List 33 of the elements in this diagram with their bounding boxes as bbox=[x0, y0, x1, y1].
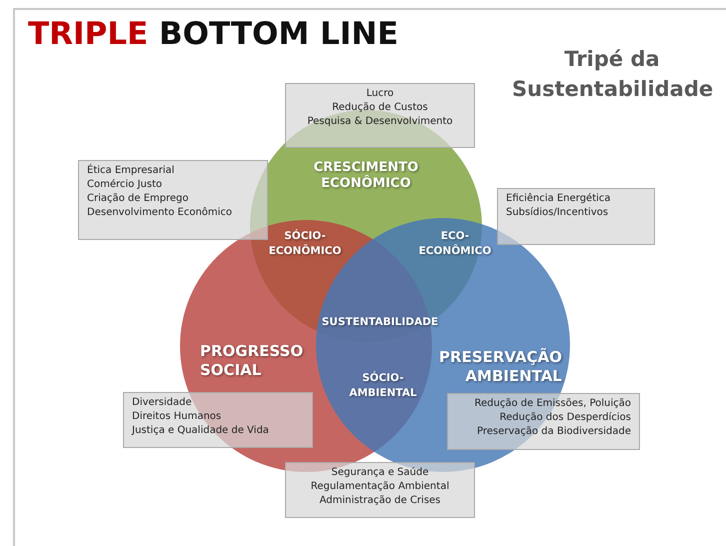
info-box bbox=[285, 462, 475, 518]
center-label: SUSTENTABILIDADE bbox=[320, 315, 440, 330]
info-box bbox=[447, 393, 640, 450]
list-item: Eficiência Energética bbox=[506, 192, 612, 206]
list-item: Preservação da Biodiversidade bbox=[476, 425, 631, 439]
overlap-label: SÓCIO- AMBIENTAL bbox=[348, 371, 418, 402]
list-item: Direitos Humanos bbox=[132, 410, 222, 424]
overlap-label: ECO- ECONÔMICO bbox=[418, 229, 492, 260]
list-item: Diversidade bbox=[132, 396, 193, 410]
subtitle: Tripé da Sustentabilidade bbox=[512, 46, 712, 104]
list-item: Comércio Justo bbox=[87, 178, 163, 192]
info-box bbox=[285, 83, 475, 148]
list-item: Redução de Emissões, Poluição bbox=[474, 397, 631, 411]
list-item: Lucro bbox=[365, 87, 395, 101]
circle-heading: PROGRESSO SOCIAL bbox=[200, 342, 304, 380]
title: TRIPLE BOTTOM LINE bbox=[28, 16, 398, 52]
list-item: Redução de Custos bbox=[331, 101, 429, 115]
list-item: Justiça e Qualidade de Vida bbox=[132, 424, 270, 438]
info-box bbox=[78, 160, 268, 240]
info-box bbox=[123, 392, 313, 448]
list-item: Redução dos Desperdícios bbox=[498, 411, 631, 425]
list-item: Subsídios/Incentivos bbox=[506, 206, 610, 220]
overlap-label: SÓCIO- ECONÔMICO bbox=[268, 229, 342, 260]
list-item: Administração de Crises bbox=[318, 494, 442, 508]
list-item: Ética Empresarial bbox=[87, 164, 176, 178]
list-item: Criação de Emprego bbox=[87, 192, 190, 206]
list-item: Regulamentação Ambiental bbox=[310, 480, 450, 494]
circle-heading: PRESERVAÇÃO AMBIENTAL bbox=[438, 348, 562, 386]
info-box bbox=[497, 188, 655, 245]
list-item: Desenvolvimento Econômico bbox=[87, 206, 234, 220]
list-item: Pesquisa & Desenvolvimento bbox=[306, 115, 454, 129]
list-item: Segurança e Saúde bbox=[330, 466, 430, 480]
circle-heading: CRESCIMENTO ECONÔMICO bbox=[312, 160, 420, 192]
